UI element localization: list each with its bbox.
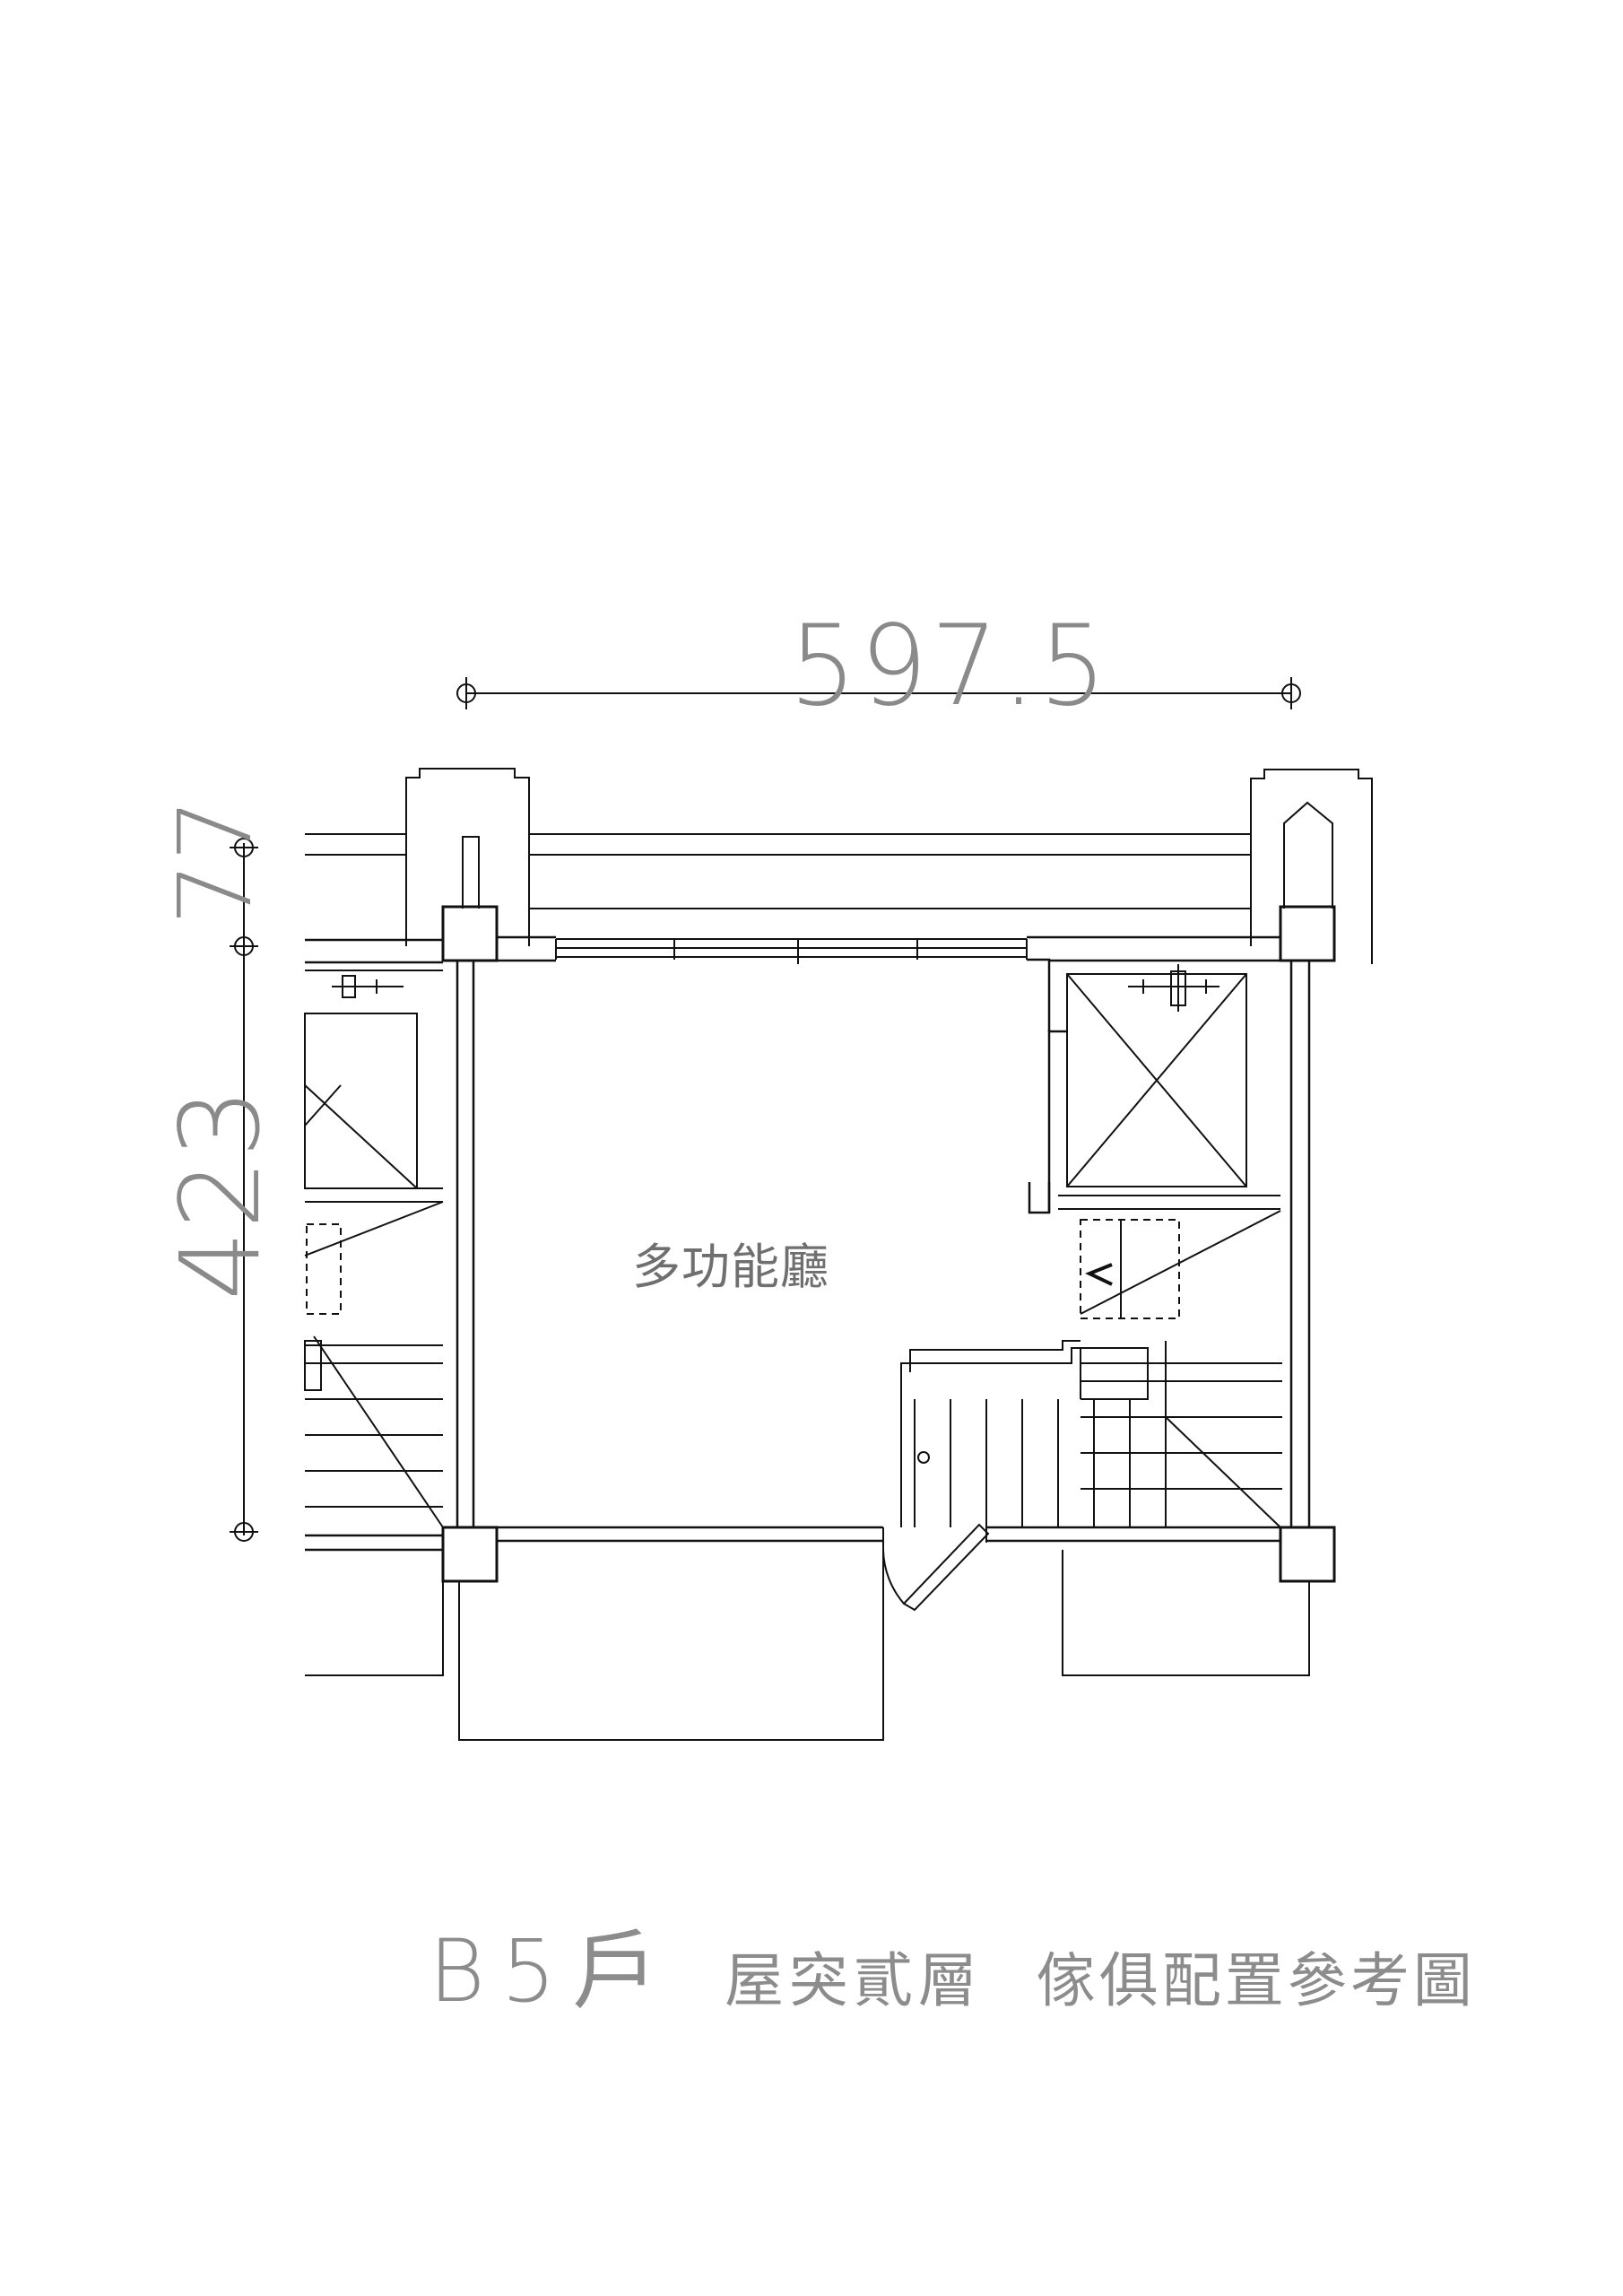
parapet-pillars bbox=[406, 769, 1372, 964]
left-elevator bbox=[305, 970, 443, 1202]
height-dimension-line bbox=[230, 839, 258, 1541]
south-wall bbox=[305, 1527, 1280, 1550]
right-stair bbox=[901, 1211, 1282, 1527]
parapet-railing bbox=[305, 834, 1251, 909]
door-swing bbox=[883, 1525, 988, 1610]
north-window bbox=[556, 939, 1027, 964]
title-unit: B5戶 bbox=[429, 1921, 674, 2022]
width-dimension-line bbox=[457, 677, 1300, 709]
south-balconies bbox=[305, 1541, 1309, 1740]
title-description: 傢俱配置參考圖 bbox=[1036, 1946, 1476, 2015]
multi-purpose-hall-label: 多功能廳 bbox=[632, 1239, 829, 1295]
room-depth-dimension: 423 bbox=[157, 1086, 284, 1300]
overall-width-dimension: 597.5 bbox=[789, 600, 1110, 731]
drawing-title: B5戶屋突貳層傢俱配置參考圖 bbox=[429, 1928, 1476, 2014]
title-floor: 屋突貳層 bbox=[724, 1946, 983, 2015]
right-elevator bbox=[1058, 964, 1280, 1209]
walls bbox=[305, 937, 1309, 1527]
left-stair bbox=[305, 1202, 443, 1527]
structural-columns bbox=[443, 907, 1334, 1581]
parapet-depth-dimension: 77 bbox=[158, 797, 274, 926]
